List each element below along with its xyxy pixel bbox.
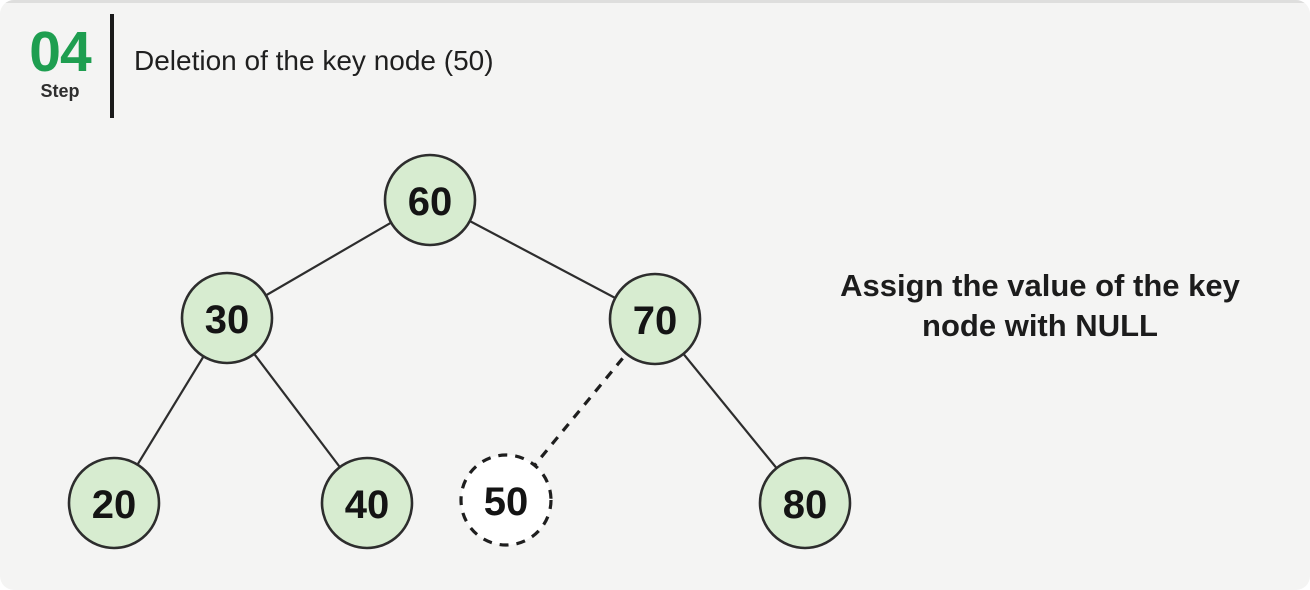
step-header: 04 Step Deletion of the key node (50): [20, 14, 494, 118]
annotation-line-1: Assign the value of the key: [840, 268, 1240, 303]
page-title: Deletion of the key node (50): [134, 45, 494, 76]
tree-node-label-60: 60: [408, 180, 453, 224]
tree-node-70: [608, 272, 702, 366]
tree-node-80: [758, 456, 852, 550]
step-badge: 04 Step: [20, 24, 100, 102]
tree-node-40: [320, 456, 414, 550]
tree-node-label-50: 50: [484, 480, 529, 524]
tree-node-label-80: 80: [783, 483, 828, 527]
tree-node-30: [180, 271, 274, 365]
tree-node-label-40: 40: [345, 483, 390, 527]
tree-node-50: [459, 453, 553, 547]
tree-node-20: [67, 456, 161, 550]
tree-node-label-70: 70: [633, 299, 678, 343]
annotation-text: Assign the value of the key node with NU…: [798, 266, 1282, 345]
tree-node-label-30: 30: [205, 298, 250, 342]
step-label: Step: [40, 81, 80, 101]
tree-node-60: [383, 153, 477, 247]
annotation-line-2: node with NULL: [922, 307, 1158, 343]
vertical-divider: [110, 14, 114, 118]
step-number: 04: [29, 20, 91, 84]
tree-node-label-20: 20: [92, 483, 137, 527]
